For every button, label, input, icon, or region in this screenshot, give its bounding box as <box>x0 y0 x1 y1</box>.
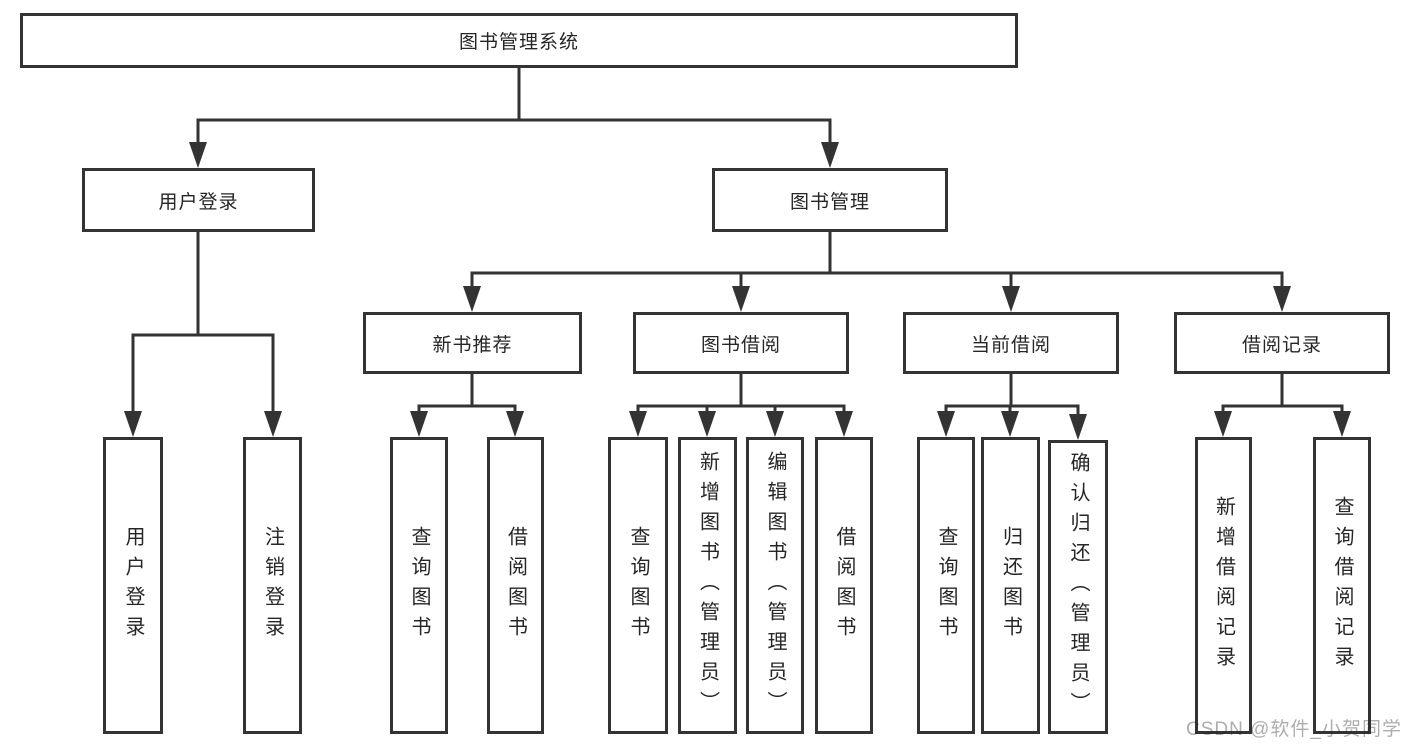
node-leaf-add-book-admin: 新增图书（管理员） <box>678 437 737 734</box>
node-book-borrowing: 图书借阅 <box>633 312 849 374</box>
node-library-management-system: 图书管理系统 <box>20 13 1018 68</box>
node-leaf-query-borrow-record: 查询借阅记录 <box>1313 437 1371 734</box>
node-current-borrowing: 当前借阅 <box>903 312 1119 374</box>
node-leaf-add-borrow-record: 新增借阅记录 <box>1195 437 1252 734</box>
node-leaf-borrow-book: 借阅图书 <box>815 437 873 734</box>
node-new-book-recommendation: 新书推荐 <box>363 312 582 374</box>
node-leaf-borrow-book-recommend: 借阅图书 <box>487 437 544 734</box>
node-borrowing-records: 借阅记录 <box>1174 312 1390 374</box>
node-user-login: 用户登录 <box>82 168 315 232</box>
node-leaf-query-books-borrowing: 查询图书 <box>608 437 668 734</box>
node-leaf-logout: 注销登录 <box>243 437 302 734</box>
node-leaf-edit-book-admin: 编辑图书（管理员） <box>746 437 804 734</box>
node-leaf-user-login: 用户登录 <box>103 437 163 734</box>
csdn-watermark: CSDN @软件_小贺同学 <box>1186 719 1402 740</box>
node-leaf-query-books-recommend: 查询图书 <box>390 437 448 734</box>
node-leaf-confirm-return-admin: 确认归还（管理员） <box>1048 440 1108 734</box>
node-book-management: 图书管理 <box>712 168 948 232</box>
node-leaf-query-books-current: 查询图书 <box>917 437 975 734</box>
node-leaf-return-book: 归还图书 <box>981 437 1040 734</box>
